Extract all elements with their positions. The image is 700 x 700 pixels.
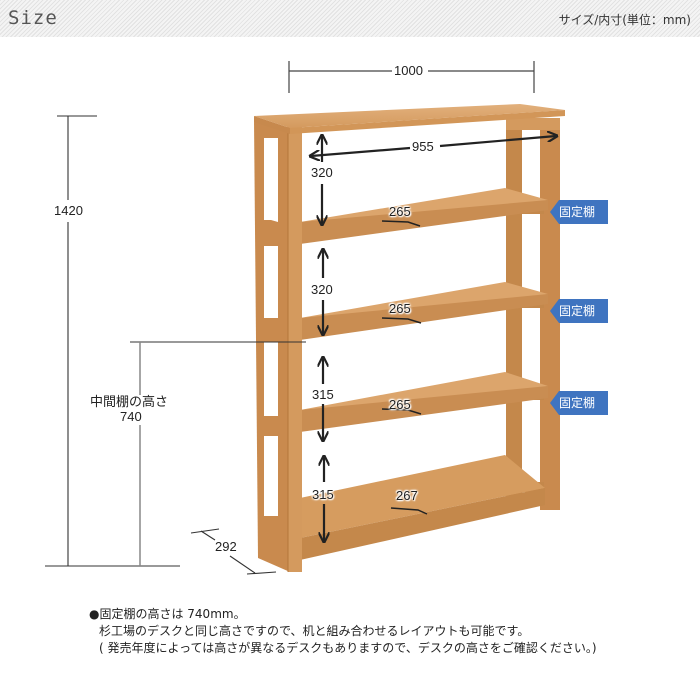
note-line-3: ( 発売年度によっては高さが異なるデスクもありますので、デスクの高さをご確認くだ… xyxy=(99,641,597,655)
height-dimension xyxy=(45,115,180,567)
shelf-depth-4-label: 267 xyxy=(396,488,418,503)
unit-label: サイズ/内寸(単位：mm) xyxy=(558,13,691,27)
shelf-gap-2-label: 320 xyxy=(311,282,333,297)
note-line-1: ●固定棚の高さは 740mm。 xyxy=(89,607,246,621)
shelf-depth-2-label: 265 xyxy=(389,301,411,316)
width-outer-label: 1000 xyxy=(394,63,423,78)
width-inner-label: 955 xyxy=(412,139,434,154)
depth-label: 292 xyxy=(215,539,237,554)
depth-dimension xyxy=(190,528,277,575)
shelf-depth-lines xyxy=(381,220,428,515)
inner-width-arrow xyxy=(311,136,556,156)
note-line-2: 杉工場のデスクと同じ高さですので、机と組み合わせるレイアウトも可能です。 xyxy=(99,624,530,638)
fixed-shelf-badge: 固定棚 xyxy=(550,391,608,415)
shelf-gap-arrows xyxy=(322,136,324,541)
shelf-depth-1-label: 265 xyxy=(389,204,411,219)
shelf-gap-1-label: 320 xyxy=(311,165,333,180)
header-bar: Size サイズ/内寸(単位：mm) xyxy=(0,0,700,37)
width-dimension xyxy=(288,61,535,93)
height-total-label: 1420 xyxy=(53,203,84,218)
section-title: Size xyxy=(8,7,58,29)
back-right-post xyxy=(506,118,560,510)
shelf-gap-4-label: 315 xyxy=(312,487,334,502)
fixed-shelf-badge: 固定棚 xyxy=(550,299,608,323)
middle-shelf-dimension xyxy=(130,341,306,566)
shelf-depth-3-label: 265 xyxy=(389,397,411,412)
shelf-gap-3-label: 315 xyxy=(312,387,334,402)
left-side-frame xyxy=(254,120,302,572)
top-board xyxy=(254,104,565,134)
shelf-bottom xyxy=(300,455,545,560)
middle-shelf-caption: 中間棚の高さ xyxy=(89,394,170,409)
fixed-shelf-badge: 固定棚 xyxy=(550,200,608,224)
notes-block: ●固定棚の高さは 740mm。 杉工場のデスクと同じ高さですので、机と組み合わせ… xyxy=(89,606,597,657)
middle-shelf-height-label: 740 xyxy=(119,409,143,424)
